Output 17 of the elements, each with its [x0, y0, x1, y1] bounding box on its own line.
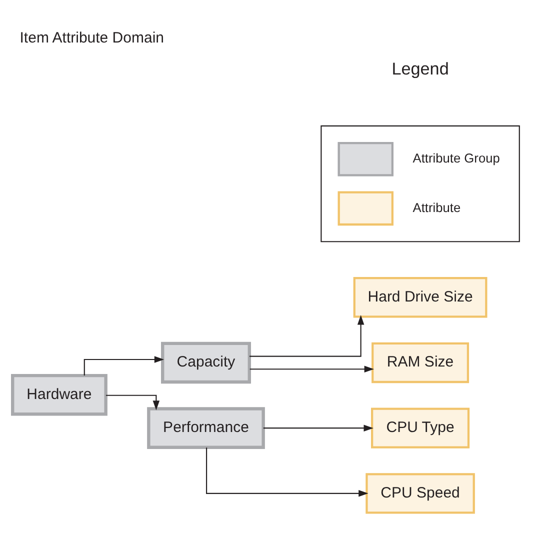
- legend-label: Attribute Group: [412, 150, 500, 165]
- arrow: [84, 356, 164, 376]
- legend-label: Attribute: [412, 199, 461, 214]
- node-box: Capacity: [161, 341, 251, 384]
- node-box: Performance: [147, 406, 265, 448]
- arrow: [250, 314, 364, 356]
- node-box: CPU Type: [371, 407, 470, 448]
- arrow: [206, 447, 368, 496]
- node-box: RAM Size: [372, 342, 470, 383]
- arrow: [106, 394, 160, 410]
- diagram-title: Item Attribute Domain: [20, 29, 164, 46]
- node-box: Hard Drive Size: [353, 276, 488, 318]
- node-box: Hardware: [11, 373, 108, 416]
- node-box: CPU Speed: [366, 472, 475, 514]
- arrow: [263, 424, 374, 431]
- arrow: [250, 365, 374, 372]
- label: Legend: [392, 58, 449, 78]
